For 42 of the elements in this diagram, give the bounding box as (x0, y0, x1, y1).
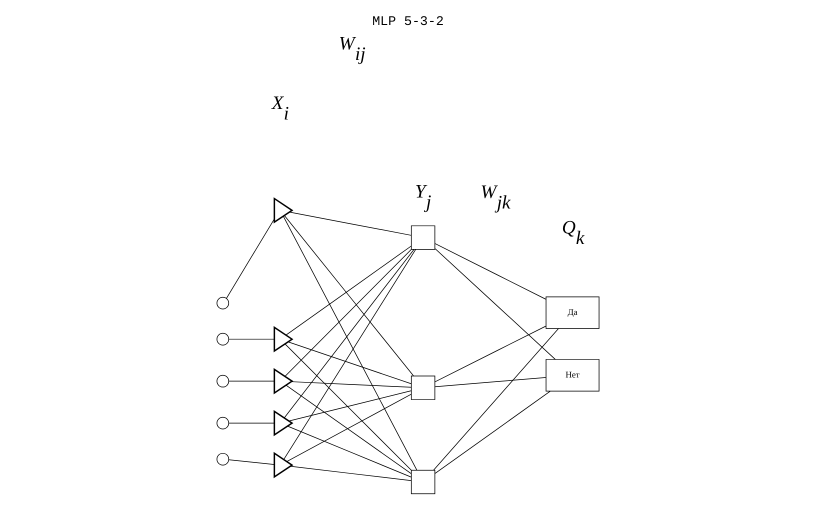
connector (434, 390, 550, 474)
node-box: Да (545, 296, 599, 329)
connector (285, 384, 412, 474)
node-box (410, 225, 435, 250)
node-circle (216, 452, 229, 466)
connector (284, 215, 414, 376)
node-circle (216, 416, 229, 430)
connector (284, 344, 412, 470)
diagram-title: MLP 5-3-2 (372, 14, 444, 29)
connector (282, 216, 417, 470)
connector (434, 377, 546, 388)
connector (290, 381, 411, 388)
connector (434, 326, 546, 382)
connector (434, 248, 556, 360)
node-triangle (273, 368, 293, 394)
connector (288, 390, 412, 422)
connector (288, 212, 411, 236)
connector (289, 466, 412, 481)
node-triangle (273, 410, 293, 436)
node-triangle (273, 326, 293, 352)
connector (432, 328, 558, 470)
node-triangle (273, 452, 293, 478)
node-box: Нет (545, 359, 599, 392)
connector (226, 218, 274, 299)
node-circle (216, 296, 229, 310)
connector (228, 380, 274, 382)
node-circle (216, 374, 229, 388)
connector (434, 243, 546, 300)
connector (228, 338, 274, 340)
node-box (410, 470, 435, 494)
connector (284, 249, 414, 418)
connector (286, 426, 412, 478)
connector (285, 246, 412, 336)
connector (286, 394, 412, 462)
connector (282, 249, 416, 460)
connector (284, 249, 412, 377)
node-circle (216, 332, 229, 346)
node-triangle (273, 197, 293, 224)
connector (287, 342, 412, 384)
connector (228, 422, 274, 424)
connector (228, 459, 274, 465)
node-box (410, 376, 435, 400)
